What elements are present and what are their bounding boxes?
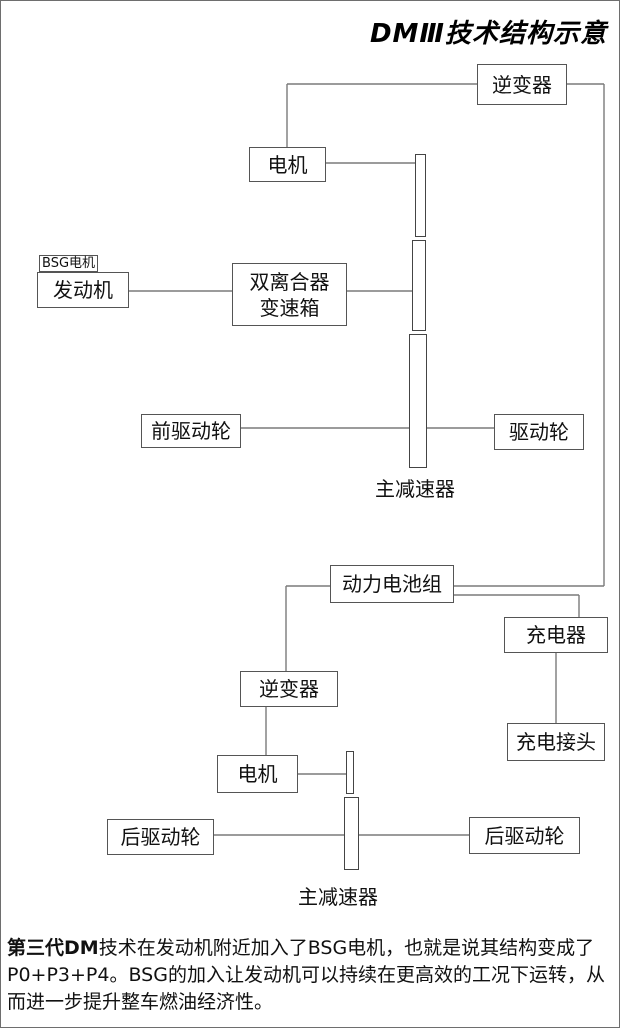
charge-port-box: 充电接头 (507, 723, 605, 761)
reducer-label-bottom: 主减速器 (298, 885, 378, 909)
diagram-title: DMⅢ技术结构示意 (369, 19, 607, 49)
caption-body: 技术在发动机附近加入了BSG电机，也就是说其结构变成了P0+P3+P4。BSG的… (7, 937, 605, 1013)
battery-pack-box: 动力电池组 (330, 565, 454, 603)
shaft-bar-top-1 (415, 154, 426, 237)
shaft-bar-bottom (346, 751, 354, 794)
reducer-label-top: 主减速器 (375, 477, 455, 501)
front-wheel-box: 前驱动轮 (141, 414, 241, 448)
caption-text: 第三代DM技术在发动机附近加入了BSG电机，也就是说其结构变成了P0+P3+P4… (7, 935, 615, 1016)
reducer-bar-top (409, 334, 427, 468)
dct-line-2: 变速箱 (259, 295, 320, 320)
engine-box: 发动机 (37, 272, 129, 308)
caption-bold: 第三代DM (7, 937, 99, 959)
rear-wheel-box-left: 后驱动轮 (107, 819, 214, 855)
inverter-box-bottom: 逆变器 (240, 671, 338, 707)
inverter-box-top: 逆变器 (477, 64, 567, 105)
motor-box-bottom: 电机 (217, 755, 298, 793)
dct-gearbox-box: 双离合器 变速箱 (232, 263, 347, 326)
bsg-motor-tag: BSG电机 (39, 255, 99, 272)
rear-wheel-box-right: 后驱动轮 (469, 817, 580, 854)
motor-box-top: 电机 (249, 147, 326, 182)
drive-wheel-box-right: 驱动轮 (494, 414, 584, 450)
shaft-bar-top-2 (412, 240, 426, 331)
reducer-bar-bottom (344, 797, 359, 870)
charger-box: 充电器 (504, 617, 608, 653)
dct-line-1: 双离合器 (249, 269, 330, 294)
